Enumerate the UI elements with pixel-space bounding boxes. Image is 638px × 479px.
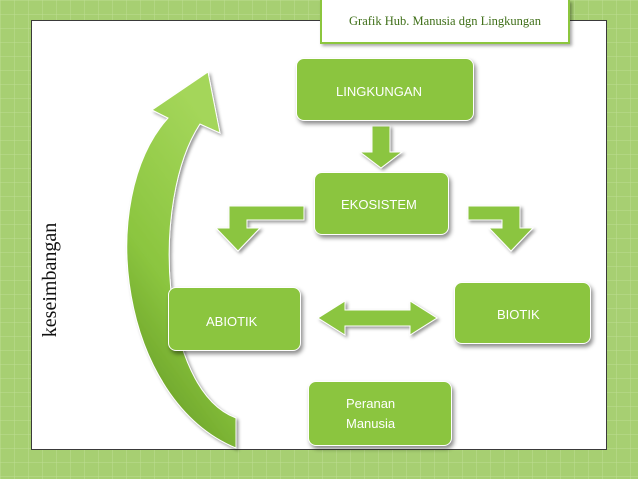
arrow-bent-ekosistem-biotik <box>467 205 535 252</box>
node-peranan-label-line2: Manusia <box>346 416 396 431</box>
node-lingkungan: LINGKUNGAN <box>296 58 474 121</box>
slide-title: Grafik Hub. Manusia dgn Lingkungan <box>320 0 570 44</box>
node-peranan-manusia: Peranan Manusia <box>308 381 452 446</box>
node-ekosistem: EKOSISTEM <box>314 172 449 235</box>
cycle-curved-arrow <box>126 71 237 449</box>
arrow-down-lingkungan-ekosistem <box>358 125 404 169</box>
arrow-bent-ekosistem-abiotik <box>214 205 305 252</box>
node-biotik: BIOTIK <box>454 282 591 344</box>
node-abiotik: ABIOTIK <box>168 287 301 351</box>
arrow-double-abiotik-biotik <box>317 300 438 336</box>
node-biotik-label: BIOTIK <box>497 307 540 322</box>
node-peranan-label-line1: Peranan <box>346 396 396 411</box>
keseimbangan-label: keseimbangan <box>39 222 61 338</box>
node-abiotik-label: ABIOTIK <box>206 314 258 329</box>
node-ekosistem-label: EKOSISTEM <box>341 197 417 212</box>
node-lingkungan-label: LINGKUNGAN <box>336 84 422 99</box>
